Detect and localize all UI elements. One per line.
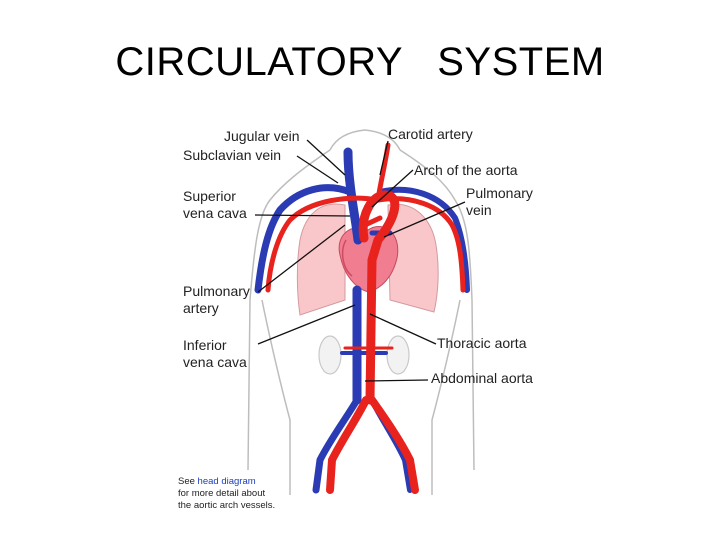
label-carotid-artery: Carotid artery — [388, 126, 473, 142]
label-pulmonary-vein: Pulmonary vein — [466, 185, 533, 218]
kidneys — [318, 335, 410, 375]
label-pulmonary-artery: Pulmonary artery — [183, 283, 250, 316]
label-arch-of-aorta: Arch of the aorta — [414, 162, 518, 178]
body-outline — [247, 129, 475, 495]
lungs — [296, 203, 439, 316]
circulatory-diagram — [247, 129, 475, 495]
label-thoracic-aorta: Thoracic aorta — [437, 335, 527, 351]
footnote: See head diagram for more detail about t… — [178, 476, 275, 512]
arteries — [265, 142, 466, 494]
label-subclavian-vein: Subclavian vein — [183, 147, 282, 163]
label-abdominal-aorta: Abdominal aorta — [431, 370, 533, 386]
footnote-suffix: for more detail about the aortic arch ve… — [178, 488, 276, 511]
leader-lines — [254, 139, 466, 382]
footnote-prefix: See — [178, 476, 198, 487]
head-diagram-link[interactable]: head diagram — [197, 476, 256, 487]
label-superior-vena-cava: Superior vena cava — [183, 188, 247, 221]
label-inferior-vena-cava: Inferior vena cava — [183, 337, 247, 370]
veins — [254, 147, 470, 494]
label-jugular-vein: Jugular vein — [224, 128, 300, 144]
slide-title: CIRCULATORY SYSTEM — [115, 40, 605, 84]
